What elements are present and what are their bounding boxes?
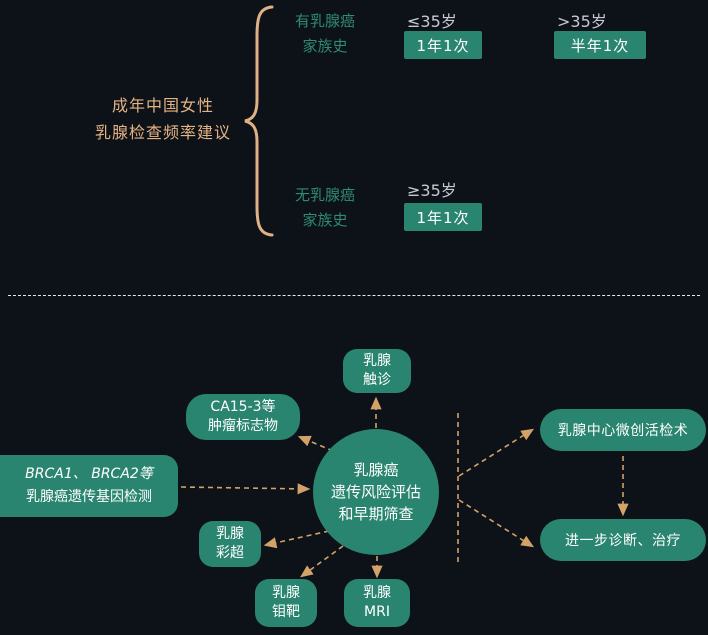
branch-with-family-history-line2: 家族史 [302,37,348,55]
node-mammography-line1: 乳腺 [272,585,300,601]
dashed-divider [8,295,700,296]
frequency-twice-a-year: 半年1次 [554,31,646,59]
branch-with-family-history-label: 有乳腺癌 家族史 [290,9,360,59]
arrow-to-treatment [458,499,535,548]
node-genetic-test-line2: 乳腺癌遗传基因检测 [26,489,152,505]
node-breast-palpation: 乳腺 触诊 [343,349,411,393]
node-mammography-line2: 钼靶 [272,604,300,620]
section-title-line2: 乳腺检查频率建议 [94,123,231,142]
branch-no-family-history-label: 无乳腺癌 家族史 [290,183,360,233]
node-tumor-marker-line2: 肿瘤标志物 [208,418,278,434]
node-breast-palpation-line2: 触诊 [363,372,391,388]
center-node-line3: 和早期筛查 [338,505,414,523]
center-node-risk-assessment: 乳腺癌 遗传风险评估 和早期筛查 [313,429,439,555]
node-tumor-marker: CA15-3等 肿瘤标志物 [186,394,300,440]
center-node-line1: 乳腺癌 [353,461,399,479]
node-breast-ultrasound-line1: 乳腺 [216,526,244,542]
condition-age-35-and-over: ≥35岁 [407,181,457,200]
node-breast-palpation-line1: 乳腺 [363,353,391,369]
curly-brace [244,5,274,237]
arrow-gene-test-to-center [180,483,311,495]
node-breast-mri-line1: 乳腺 [363,585,391,601]
node-breast-mri-line2: MRI [364,604,390,620]
section-title-line1: 成年中国女性 [111,96,214,115]
arrow-to-biopsy [458,428,535,477]
node-genetic-test: BRCA1、 BRCA2等 乳腺癌遗传基因检测 [0,455,178,517]
node-tumor-marker-line1: CA15-3等 [210,399,276,415]
branch-no-family-history-line1: 无乳腺癌 [294,186,355,204]
arrow-to-tumor-marker [297,435,334,452]
frequency-once-a-year-with-history: 1年1次 [404,31,482,59]
node-further-diagnosis-treatment: 进一步诊断、治疗 [540,519,706,561]
branch-no-family-history-line2: 家族史 [302,211,348,229]
branch-with-family-history-line1: 有乳腺癌 [294,12,355,30]
node-breast-mri: 乳腺 MRI [344,579,410,627]
frequency-once-a-year-no-history: 1年1次 [404,203,482,231]
node-minimally-invasive-biopsy: 乳腺中心微创活检术 [540,409,706,451]
center-node-line2: 遗传风险评估 [330,483,421,501]
node-breast-ultrasound: 乳腺 彩超 [199,521,261,567]
arrow-to-ultrasound [263,530,330,549]
arrow-to-mammography [300,545,344,578]
node-mammography: 乳腺 钼靶 [255,579,317,627]
condition-age-over-35: >35岁 [557,12,607,31]
condition-age-under-35: ≤35岁 [407,12,457,31]
connector-arrows [180,396,629,579]
node-genetic-test-line1: BRCA1、 BRCA2等 [25,466,153,482]
node-breast-ultrasound-line2: 彩超 [216,545,244,561]
section-title: 成年中国女性 乳腺检查频率建议 [38,92,288,146]
